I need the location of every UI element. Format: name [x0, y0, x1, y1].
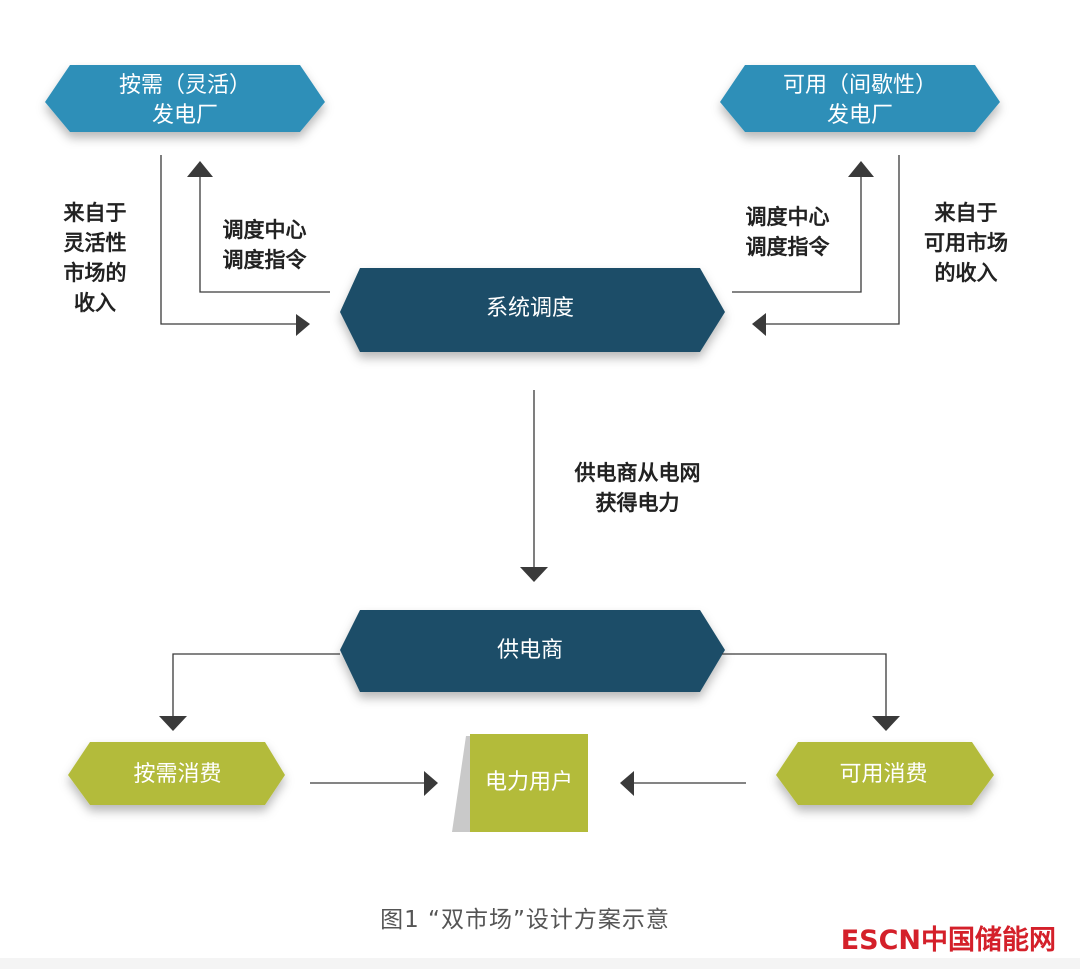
dispatch-command-left-line	[199, 175, 330, 293]
supplier-shape	[340, 610, 725, 692]
dispatch-command-left-label: 调度中心 调度指令	[222, 218, 307, 272]
flexible-income-line	[160, 155, 296, 325]
flexible-income-label: 来自于 灵活性 市场的 收入	[63, 201, 127, 315]
arrowhead-icon	[620, 771, 634, 796]
available-consumption-label: 可用消费	[839, 762, 928, 787]
arrowhead-icon	[520, 567, 548, 582]
available-income-label: 来自于 可用市场 的收入	[924, 201, 1008, 285]
dispatch-command-right-line	[732, 175, 862, 293]
supplier-to-right-line	[722, 653, 887, 716]
arrowheads	[159, 161, 900, 796]
flexible-plant-shape	[45, 65, 325, 132]
system-dispatch-shape	[340, 268, 725, 352]
arrowhead-icon	[848, 161, 874, 177]
system-dispatch-label: 系统调度	[485, 296, 574, 321]
on-demand-consumption-shape	[68, 742, 285, 805]
power-user-label: 电力用户	[484, 770, 573, 795]
arrowhead-icon	[187, 161, 213, 177]
dispatch-command-right-label: 调度中心 调度指令	[745, 205, 830, 259]
figure-caption: 图1 “双市场”设计方案示意	[380, 907, 670, 933]
arrowhead-icon	[424, 771, 438, 796]
supplier-to-left-line	[172, 653, 340, 716]
available-income-line	[766, 155, 900, 325]
arrowhead-icon	[872, 716, 900, 731]
supplier-label: 供电商	[496, 638, 563, 663]
escn-logo: ESCN中国储能网	[840, 925, 1056, 956]
on-demand-consumption-label: 按需消费	[133, 762, 222, 787]
available-consumption-shape	[776, 742, 994, 805]
arrowhead-icon	[159, 716, 187, 731]
supplier-from-grid-label: 供电商从电网 获得电力	[574, 461, 701, 515]
connector-lines	[160, 155, 900, 784]
flexible-plant-label: 按需（灵活） 发电厂	[118, 73, 251, 128]
arrowhead-icon	[752, 313, 766, 336]
power-user-shape	[470, 734, 588, 832]
intermittent-plant-shape	[720, 65, 1000, 132]
intermittent-plant-label: 可用（间歇性） 发电厂	[782, 73, 937, 128]
bottom-band	[0, 958, 1080, 969]
arrowhead-icon	[296, 314, 310, 336]
